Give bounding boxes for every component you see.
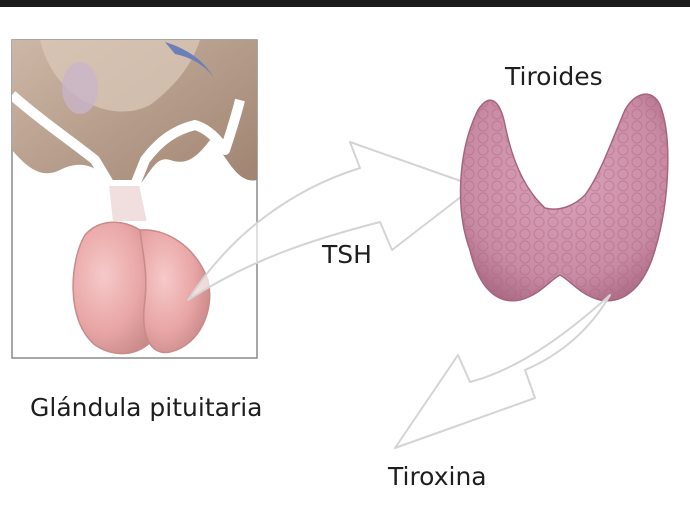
brain-nucleus xyxy=(62,62,98,114)
pituitary-panel xyxy=(12,40,257,358)
pituitary-stalk xyxy=(108,185,148,222)
thyroxine-label: Tiroxina xyxy=(388,464,487,489)
pituitary-label: Glándula pituitaria xyxy=(30,395,262,420)
thyroid-label: Tiroides xyxy=(505,64,603,89)
thyroid-gland xyxy=(461,94,668,301)
tsh-label: TSH xyxy=(322,242,372,267)
thyroxine-arrow xyxy=(395,295,610,448)
